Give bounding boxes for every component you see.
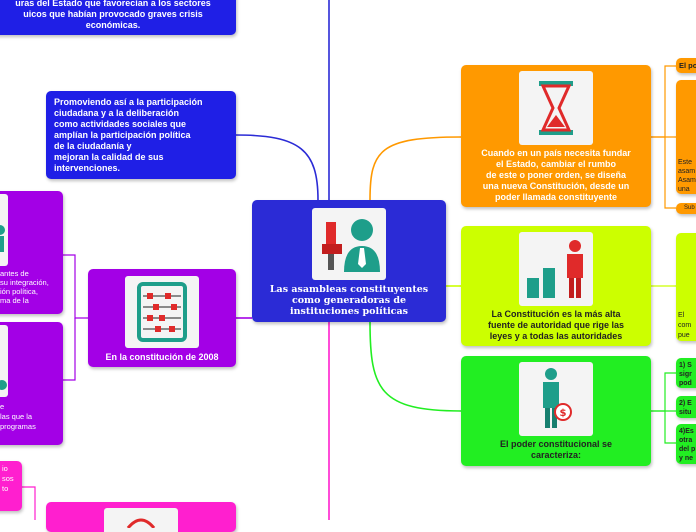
constitutional-power-text: El poder constitucional se caracteriza: — [499, 439, 613, 460]
pink-child-text: io sos to — [2, 464, 14, 493]
participation-text: Promoviendo así a la participación ciuda… — [54, 97, 203, 173]
orange-child-top-text: El po — [679, 61, 696, 70]
pink-child-node[interactable]: io sos to — [0, 461, 22, 511]
orange-child-mid-text: Este asam Asam una — [678, 159, 696, 193]
abacus-icon — [125, 276, 199, 348]
growth-chart-businessman-icon — [519, 232, 593, 306]
highest-authority-node[interactable]: La Constitución es la más alta fuente de… — [461, 226, 651, 346]
orange-child-bottom-text: Sub — [684, 205, 695, 211]
constitutional-power-node[interactable]: $ El poder constitucional se caracteriza… — [461, 356, 651, 466]
green-child-2[interactable]: 2) E situ — [676, 396, 696, 418]
lime-child-node[interactable]: El com pue — [676, 233, 696, 341]
central-topic-title: Las asambleas constituyentes como genera… — [269, 284, 429, 317]
orange-child-top[interactable]: El po — [676, 58, 696, 73]
businessman-money-icon: $ — [519, 362, 593, 436]
business-person-icon — [312, 208, 386, 280]
hourglass-icon — [519, 71, 593, 145]
green-child-1-text: 1) S sigr pod — [679, 362, 692, 387]
constitution-2008-title: En la constitución de 2008 — [105, 352, 219, 362]
pink-topic-node[interactable] — [46, 502, 236, 532]
topic-icon — [104, 508, 178, 532]
green-child-3[interactable]: 4)Es otra del p y ne — [676, 424, 696, 464]
green-child-2-text: 2) E situ — [679, 400, 692, 416]
purple-child-a[interactable]: antes de su integración, ión política, m… — [0, 191, 63, 314]
constituent-power-text: Cuando en un país necesita fundar el Est… — [481, 148, 631, 202]
purple-child-a-text: antes de su integración, ión política, m… — [0, 269, 49, 305]
svg-text:$: $ — [560, 408, 567, 419]
constituent-power-node[interactable]: Cuando en un país necesita fundar el Est… — [461, 65, 651, 207]
green-child-1[interactable]: 1) S sigr pod — [676, 358, 696, 388]
person-icon — [0, 325, 8, 397]
person-icon — [0, 194, 8, 266]
orange-child-mid[interactable]: Este asam Asam una — [676, 80, 696, 194]
lime-child-text: El com pue — [678, 312, 692, 339]
green-child-3-text: 4)Es otra del p y ne — [679, 428, 696, 462]
connector-lines — [22, 0, 676, 520]
purple-child-b[interactable]: e las que la programas — [0, 322, 63, 445]
purple-child-b-text: e las que la programas — [0, 402, 36, 431]
top-left-topic-text: uras del Estado que favorecían a los sec… — [15, 0, 211, 30]
highest-authority-text: La Constitución es la más alta fuente de… — [487, 309, 625, 341]
orange-child-bottom[interactable]: Sub — [676, 203, 696, 214]
constitution-2008-node[interactable]: En la constitución de 2008 — [88, 269, 236, 367]
central-topic-node[interactable]: Las asambleas constituyentes como genera… — [252, 200, 446, 322]
participation-node[interactable]: Promoviendo así a la participación ciuda… — [46, 91, 236, 179]
top-left-topic-node[interactable]: uras del Estado que favorecían a los sec… — [0, 0, 236, 35]
